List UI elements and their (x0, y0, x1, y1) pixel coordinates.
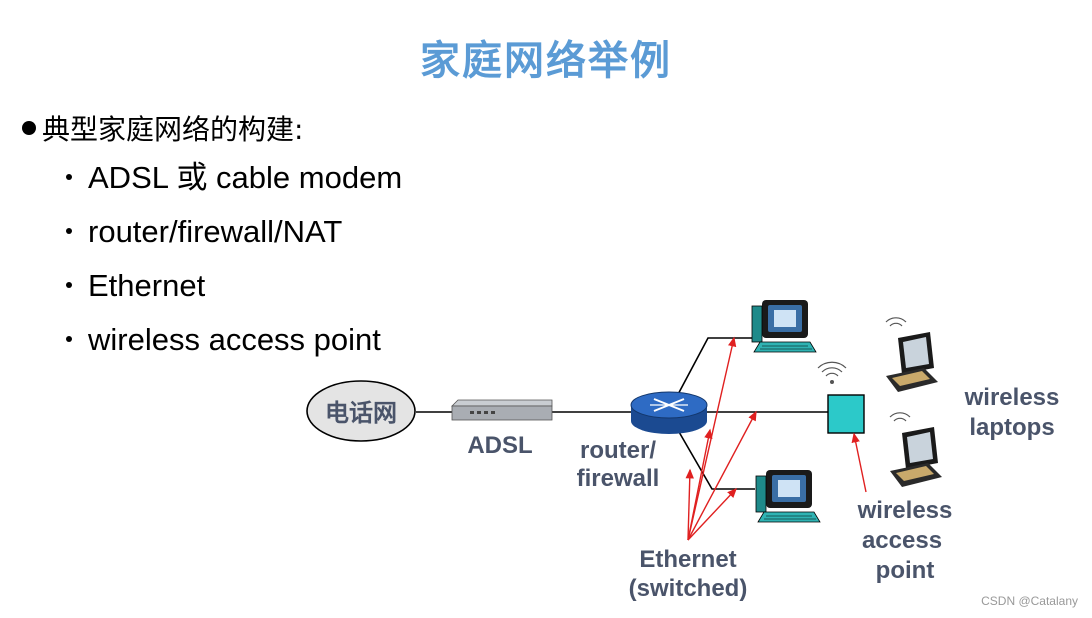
page-title: 家庭网络举例 (420, 38, 672, 84)
router-label-line1: router/ (580, 437, 656, 464)
wap-label-line2: access (862, 527, 942, 554)
ethernet-label-line1: Ethernet (639, 546, 736, 573)
wireless-access-point-icon (817, 361, 865, 434)
list-item: Ethernet (66, 266, 402, 320)
list-item: ADSL 或 cable modem (66, 158, 402, 212)
list-item: router/firewall/NAT (66, 212, 402, 266)
bullet-dot-icon (66, 173, 72, 180)
bullet-dot-icon (22, 121, 36, 135)
bullet-dot-icon (66, 335, 72, 342)
network-links (416, 337, 828, 490)
phone-network-label: 电话网 (325, 400, 397, 427)
adsl-label: ADSL (467, 432, 532, 459)
access-point-arrow (851, 432, 867, 493)
phone-network-cloud: 电话网 (306, 380, 416, 442)
laptop-icon (889, 412, 942, 487)
wap-label-line1: wireless (857, 497, 953, 524)
list-item: wireless access point (66, 320, 402, 374)
wap-label-line3: point (876, 557, 935, 584)
component-list: ADSL 或 cable modem router/firewall/NAT E… (66, 158, 402, 374)
bullet-dot-icon (66, 227, 72, 234)
adsl-modem-icon (451, 399, 553, 421)
watermark: CSDN @Catalany (981, 594, 1078, 608)
desktop-computer-icon (755, 470, 821, 523)
desktop-computer-icon (751, 300, 817, 353)
router-label-line2: firewall (577, 465, 660, 492)
laptop-icon (885, 317, 938, 392)
laptops-label-line1: wireless (964, 384, 1060, 411)
intro-bullet: 典型家庭网络的构建: (22, 108, 303, 148)
intro-text: 典型家庭网络的构建: (42, 113, 304, 146)
router-icon (630, 391, 708, 434)
laptops-label-line2: laptops (969, 414, 1054, 441)
ethernet-label-line2: (switched) (629, 575, 748, 602)
bullet-dot-icon (66, 281, 72, 288)
ethernet-arrows (685, 336, 757, 541)
